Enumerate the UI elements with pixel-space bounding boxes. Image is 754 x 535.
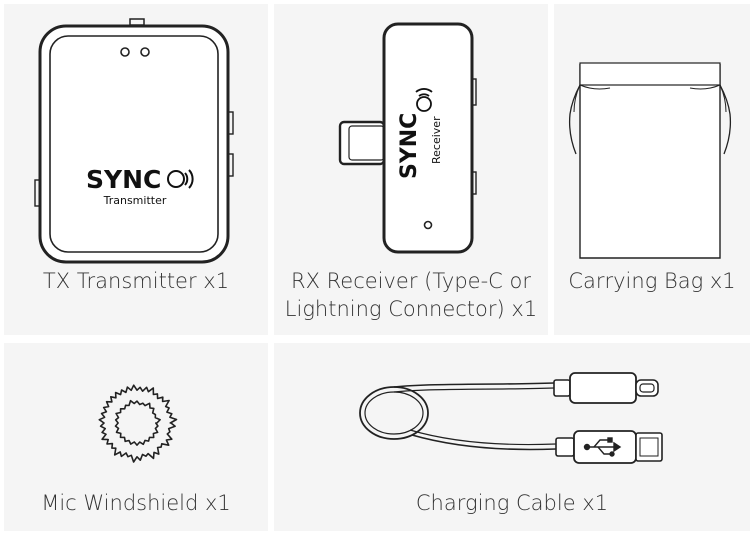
bag-cell: Carrying Bag x1 (554, 4, 750, 335)
carrying-bag-illustration (568, 62, 732, 259)
windshield-inner (114, 399, 161, 446)
receiver-label-line1: RX Receiver (Type-C or (290, 269, 531, 293)
transmitter-model-text: Transmitter (103, 194, 167, 207)
receiver-model-text: Receiver (430, 116, 443, 164)
receiver-cell: SYNC Receiver RX Receiver (Type-C or Lig… (274, 4, 548, 335)
wireless-icon (167, 169, 194, 189)
led-icon (120, 47, 130, 57)
transmitter-illustration: SYNC Transmitter (34, 18, 234, 264)
bag-label: Carrying Bag x1 (568, 269, 736, 293)
windshield-outer (98, 384, 178, 463)
led-icon (140, 47, 150, 57)
usb-icon (583, 437, 622, 457)
receiver-brand: SYNC (397, 113, 422, 179)
led-icon (423, 220, 433, 230)
cable-cell: Charging Cable x1 (274, 343, 750, 531)
transmitter-label: TX Transmitter x1 (42, 269, 230, 293)
charging-cable-illustration (359, 372, 663, 464)
windshield-label: Mic Windshield x1 (41, 491, 231, 515)
windshield-illustration (98, 384, 178, 463)
cable-label: Charging Cable x1 (415, 491, 609, 515)
wireless-icon (415, 88, 433, 112)
transmitter-brand: SYNC (86, 165, 161, 194)
receiver-label-line2: Lightning Connector) x1 (284, 297, 538, 321)
windshield-cell: Mic Windshield x1 (4, 343, 268, 531)
receiver-illustration: SYNC Receiver (338, 22, 477, 254)
transmitter-cell: SYNC Transmitter TX Transmitter x1 (4, 4, 268, 335)
